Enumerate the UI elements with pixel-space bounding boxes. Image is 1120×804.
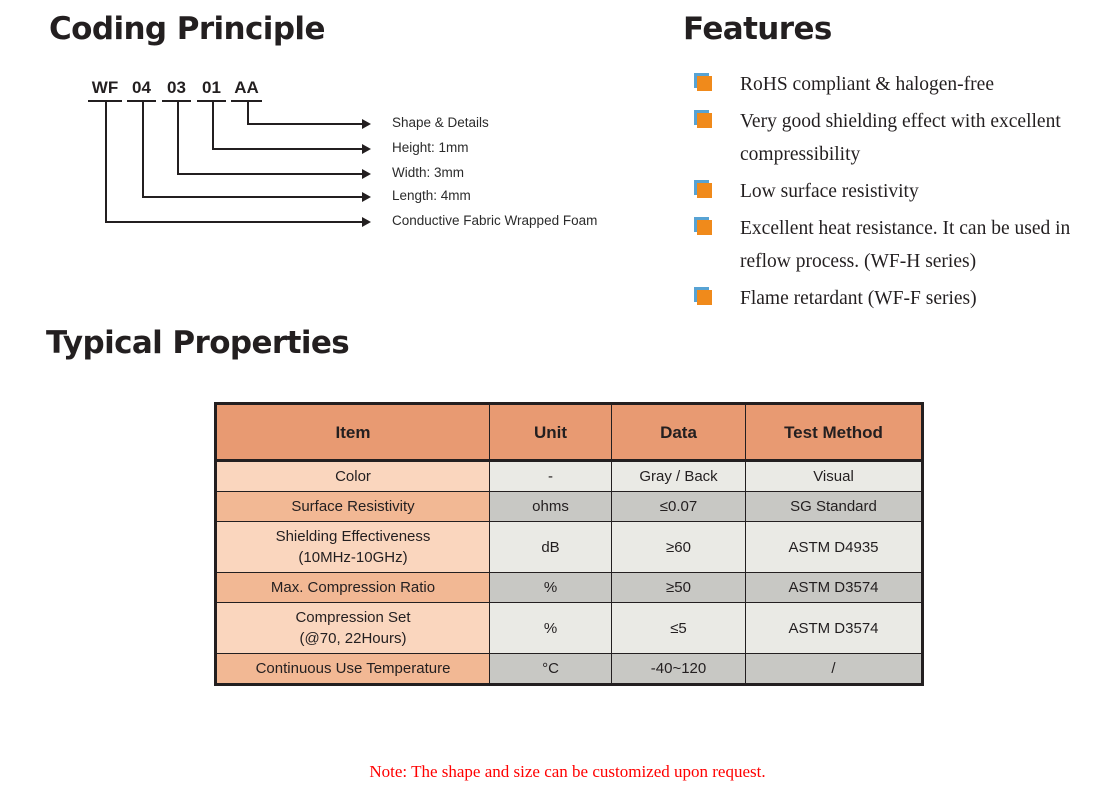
feature-item-label: Low surface resistivity (740, 181, 919, 202)
cell-test-method: ASTM D3574 (745, 602, 923, 654)
cell-data: ≥60 (611, 521, 746, 573)
feature-item: Excellent heat resistance. It can be use… (694, 212, 1104, 278)
feature-item-label: Very good shielding effect with excellen… (740, 111, 1061, 165)
code-token-underline-0 (88, 100, 122, 102)
orange-square-bullet-icon (694, 180, 720, 204)
feature-item-label: Excellent heat resistance. It can be use… (740, 218, 1071, 272)
feature-item: RoHS compliant & halogen-free (694, 68, 1104, 101)
feature-item: Low surface resistivity (694, 175, 1104, 208)
cell-unit: °C (489, 653, 612, 685)
leader-arrow-icon-2 (362, 169, 371, 179)
column-header-item: Item (215, 403, 490, 462)
feature-item: Flame retardant (WF-F series) (694, 282, 1104, 315)
column-header-unit: Unit (489, 403, 612, 462)
leader-line-vertical-4 (105, 102, 107, 222)
callout-label-1: Height: 1mm (392, 140, 469, 155)
cell-unit: % (489, 572, 612, 603)
table-row: Continuous Use Temperature°C-40~120/ (215, 653, 923, 685)
leader-line-vertical-1 (212, 102, 214, 149)
code-token-underline-4 (231, 100, 262, 102)
orange-square-bullet-icon (694, 287, 720, 311)
cell-item: Shielding Effectiveness(10MHz-10GHz) (215, 521, 490, 573)
cell-test-method: SG Standard (745, 491, 923, 522)
callout-label-3: Length: 4mm (392, 188, 471, 203)
code-token-4: AA (234, 78, 259, 97)
feature-item: Very good shielding effect with excellen… (694, 105, 1104, 171)
cell-test-method: ASTM D4935 (745, 521, 923, 573)
leader-line-horizontal-0 (247, 123, 362, 125)
page-title-typical-properties: Typical Properties (46, 325, 350, 361)
code-token-1: 04 (132, 78, 151, 97)
table-header-row: Item Unit Data Test Method (215, 403, 923, 462)
table-header: Item Unit Data Test Method (215, 403, 923, 462)
feature-item-label: RoHS compliant & halogen-free (740, 74, 994, 95)
code-token-underline-2 (162, 100, 191, 102)
cell-data: ≤0.07 (611, 491, 746, 522)
cell-data: ≤5 (611, 602, 746, 654)
orange-square-bullet-icon (694, 73, 720, 97)
typical-properties-table: Item Unit Data Test Method Color-Gray / … (214, 402, 924, 686)
table-note: Note: The shape and size can be customiz… (369, 762, 766, 781)
orange-square-bullet-icon (694, 217, 720, 241)
orange-square-bullet-icon (694, 110, 720, 134)
leader-line-horizontal-3 (142, 196, 362, 198)
code-token-underline-3 (197, 100, 226, 102)
cell-unit: - (489, 460, 612, 492)
leader-line-vertical-0 (247, 102, 249, 124)
leader-line-horizontal-4 (105, 221, 362, 223)
code-token-0: WF (91, 78, 119, 97)
cell-unit: dB (489, 521, 612, 573)
leader-line-vertical-2 (177, 102, 179, 174)
leader-line-horizontal-2 (177, 173, 362, 175)
cell-data: -40~120 (611, 653, 746, 685)
leader-line-horizontal-1 (212, 148, 362, 150)
leader-line-vertical-3 (142, 102, 144, 197)
cell-unit: % (489, 602, 612, 654)
code-token-3: 01 (202, 78, 221, 97)
callout-label-0: Shape & Details (392, 115, 489, 130)
cell-item: Color (215, 460, 490, 492)
cell-item: Continuous Use Temperature (215, 653, 490, 685)
column-header-method: Test Method (745, 403, 923, 462)
cell-item: Max. Compression Ratio (215, 572, 490, 603)
leader-arrow-icon-3 (362, 192, 371, 202)
page-title-features: Features (683, 11, 832, 47)
cell-test-method: ASTM D3574 (745, 572, 923, 603)
column-header-data: Data (611, 403, 746, 462)
cell-item: Surface Resistivity (215, 491, 490, 522)
leader-arrow-icon-4 (362, 217, 371, 227)
page-title-coding-principle: Coding Principle (49, 11, 325, 47)
cell-data: Gray / Back (611, 460, 746, 492)
code-token-underline-1 (127, 100, 156, 102)
cell-test-method: / (745, 653, 923, 685)
cell-test-method: Visual (745, 460, 923, 492)
callout-label-4: Conductive Fabric Wrapped Foam (392, 213, 598, 228)
cell-data: ≥50 (611, 572, 746, 603)
leader-arrow-icon-0 (362, 119, 371, 129)
cell-unit: ohms (489, 491, 612, 522)
code-token-2: 03 (167, 78, 186, 97)
cell-item: Compression Set(@70, 22Hours) (215, 602, 490, 654)
leader-arrow-icon-1 (362, 144, 371, 154)
callout-label-2: Width: 3mm (392, 165, 465, 180)
table-row: Shielding Effectiveness(10MHz-10GHz)dB≥6… (215, 521, 923, 573)
feature-item-label: Flame retardant (WF-F series) (740, 288, 977, 309)
